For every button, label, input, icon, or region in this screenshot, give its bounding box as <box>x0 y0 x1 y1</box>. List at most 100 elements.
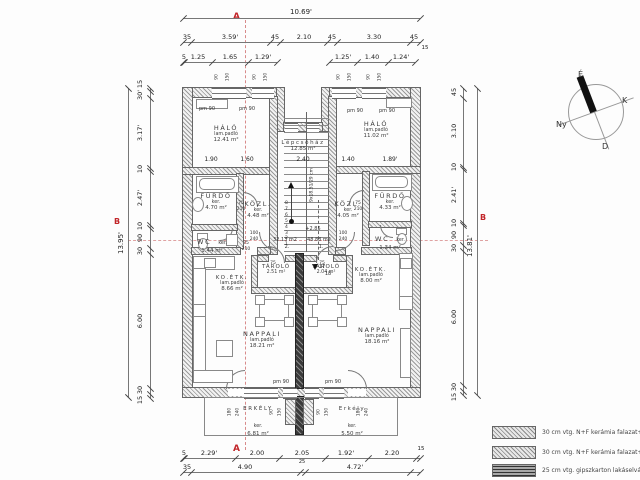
dim-left-overall: 13.95' <box>117 232 125 254</box>
chair <box>284 295 294 305</box>
legend-swatch-hatch <box>492 446 536 459</box>
door-balcony-left <box>228 389 244 396</box>
dim-right-overall: 13.81' <box>466 235 474 257</box>
window-tag: 150 <box>324 407 330 417</box>
dim-tick <box>146 94 155 103</box>
wall-bath-right <box>362 171 370 246</box>
dim-line-bottom-1 <box>179 454 425 463</box>
pm90-label: pm 90 <box>325 379 341 385</box>
step-number: 4 <box>285 224 288 230</box>
stair-riser-text: 9x18.51/29 cm <box>309 168 315 202</box>
dim: 1.25' <box>334 53 352 61</box>
window-tag: 150 <box>377 72 383 82</box>
pm90-label: pm 90 <box>273 379 289 385</box>
room-wc-right: WC ker. 1.34 m² <box>375 235 405 251</box>
wall-entry-recess-left <box>276 87 285 132</box>
window-tag: 90 <box>316 409 322 415</box>
party-wall-balcony <box>295 396 304 435</box>
dim-tick <box>384 58 393 67</box>
dim: 45 <box>409 33 419 41</box>
dim: 6.00 <box>136 313 144 329</box>
dim: 90 <box>136 233 144 243</box>
room-kozl-right: KÖZL. ker. 4.05 m² <box>334 200 362 219</box>
dim: 15 <box>450 392 458 402</box>
legend-row-3: 25 cm vtg. gipszkarton lakáselválasztó f <box>492 464 640 477</box>
dim: 6.00 <box>450 309 458 325</box>
dining-table-right <box>312 299 342 321</box>
dim: 10 <box>136 221 144 231</box>
dim-tick <box>124 393 133 402</box>
legend-row-1: 30 cm vtg. N+F kerámia falazat+ 15 <box>492 426 640 439</box>
compass-south-label: D <box>602 142 609 151</box>
window-tag: 150 <box>263 72 269 82</box>
dim: 45 <box>270 33 280 41</box>
chair <box>308 295 318 305</box>
unit2-number: 2. <box>284 244 290 250</box>
dim-tick <box>179 14 188 23</box>
stair-divider <box>306 112 307 252</box>
window-bottom-4 <box>324 388 344 399</box>
dim: 1.29' <box>254 53 272 61</box>
dim: 2.00 <box>249 449 265 457</box>
coffee-table-left <box>216 340 233 357</box>
dim: 1.65 <box>222 53 238 61</box>
pm90-label: pm 90 <box>239 106 255 112</box>
stair-step-18: 18 <box>324 271 332 277</box>
window-tag: 150 <box>347 72 353 82</box>
compass-east-label: K <box>622 96 628 105</box>
dim: 2.29' <box>200 449 218 457</box>
dim-25: 25 <box>298 459 306 465</box>
chair <box>337 317 347 327</box>
compass: É K D Ny <box>556 66 640 158</box>
wall-corridor-a <box>191 247 241 255</box>
dim: 4.72' <box>346 463 364 471</box>
section-line-a <box>245 20 246 450</box>
balcony-slab <box>204 397 398 436</box>
dim-line-right-overall <box>473 84 482 400</box>
dim: 10 <box>450 162 458 172</box>
stair-step-17: 17 <box>318 264 326 270</box>
room-tarolo-right: TÁROLÓ 2.04 m² <box>311 264 341 275</box>
dim: 30 <box>450 243 458 253</box>
dim: 30' <box>136 89 144 101</box>
chair <box>255 317 265 327</box>
window-top-2 <box>252 88 274 99</box>
room-dim: 1.90 <box>204 156 218 163</box>
door-arc-balcony-right <box>348 370 367 389</box>
dim: 35 <box>182 33 192 41</box>
dim: 2.05 <box>294 449 310 457</box>
wall-stair-left <box>269 96 278 255</box>
step-number: 3 <box>285 230 288 236</box>
dim: 35 <box>182 463 192 471</box>
section-mark-a-bottom: A <box>233 444 240 454</box>
level-label: +2.85 <box>305 226 321 232</box>
dim: 1.40 <box>364 53 380 61</box>
room-lepcsohaz: Lépcsőház 12.85 m² <box>281 140 325 152</box>
window-tag: 180 <box>227 407 233 417</box>
window-top-3 <box>332 88 356 99</box>
dim-tick <box>124 84 133 93</box>
balcony-planter-right <box>303 399 314 425</box>
unit1-area: 48.88 m2 <box>307 237 331 243</box>
wall-corridor-d <box>361 247 412 255</box>
step-number: 1 <box>285 242 288 248</box>
room-kozl-left: KÖZL. ker. 4.48 m² <box>244 200 272 219</box>
wall-corridor-c <box>335 247 346 255</box>
window-top-4 <box>362 88 386 99</box>
wall-bottom <box>182 387 421 398</box>
dim: 1.92' <box>337 449 355 457</box>
dim-line-top-1 <box>179 38 425 47</box>
dim-tick <box>459 84 468 93</box>
dim: 1.25 <box>190 53 206 61</box>
wardrobe-right <box>386 98 412 108</box>
room-nappali-right: NAPPALI lam.padló 18.16 m² <box>358 326 396 345</box>
room-dim: 2.40 <box>296 156 310 163</box>
dim: 30 <box>136 246 144 256</box>
dim-tick <box>416 14 425 23</box>
chair <box>284 317 294 327</box>
dim-line-left-1 <box>146 84 155 403</box>
legend-label: 30 cm vtg. N+F kerámia falazat+ 15 <box>542 449 640 456</box>
room-furdo-left: FÜRDŐ ker. 4.70 m² <box>200 192 232 211</box>
